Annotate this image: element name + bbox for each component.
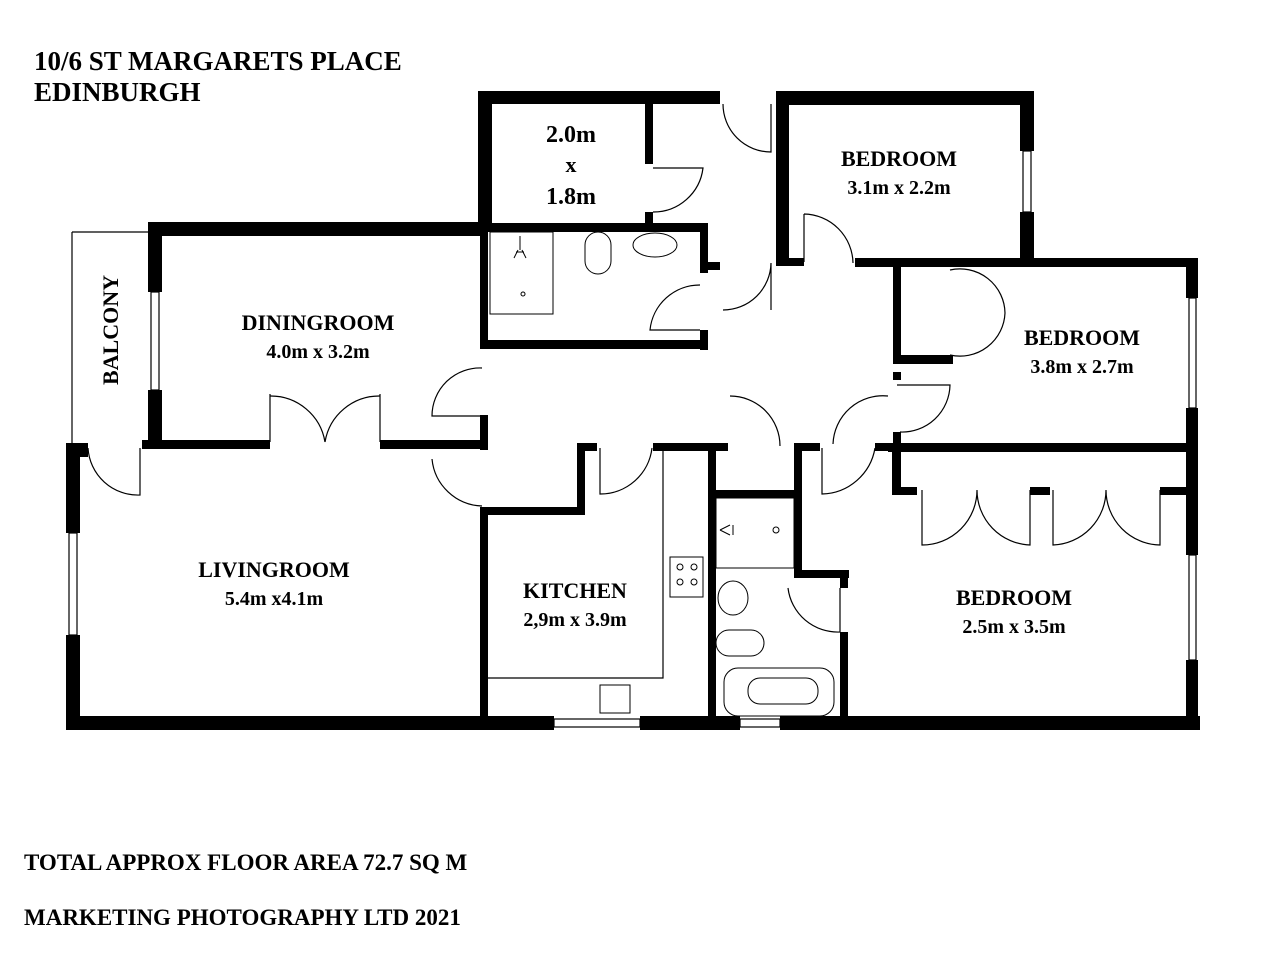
copyright-note: MARKETING PHOTOGRAPHY LTD 2021	[24, 905, 461, 930]
sink-icon	[599, 684, 631, 714]
basin-icon	[717, 580, 749, 616]
address-line-2: EDINBURGH	[34, 77, 201, 107]
bedroom-top-dims: 3.1m x 2.2m	[847, 177, 951, 199]
toilet-icon	[584, 231, 612, 275]
store-dim1: 2.0m	[546, 122, 596, 148]
walls	[66, 91, 1200, 730]
bedroom-bottom-dims: 2.5m x 3.5m	[962, 616, 1066, 638]
hob-icon	[669, 556, 704, 598]
dining-dims: 4.0m x 3.2m	[266, 341, 370, 363]
fixtures	[489, 231, 835, 717]
store-x: x	[566, 152, 577, 177]
room-labels: 2.0m x 1.8m BEDROOM 3.1m x 2.2m DININGRO…	[98, 122, 1140, 638]
bedroom-top-name: BEDROOM	[841, 146, 957, 171]
shower-icon	[715, 497, 795, 569]
address-header: 10/6 ST MARGARETS PLACE EDINBURGH	[34, 46, 402, 108]
wc-icon	[715, 629, 765, 657]
floor-area-note: TOTAL APPROX FLOOR AREA 72.7 SQ M	[24, 850, 468, 875]
doors-and-windows	[68, 103, 1197, 728]
shower-tray-icon	[489, 231, 554, 315]
living-name: LIVINGROOM	[198, 557, 350, 582]
store-dim2: 1.8m	[546, 184, 596, 210]
bath-icon	[723, 667, 835, 717]
address-line-1: 10/6 ST MARGARETS PLACE	[34, 46, 402, 76]
kitchen-dims: 2,9m x 3.9m	[523, 609, 627, 631]
bedroom-bottom-name: BEDROOM	[956, 585, 1072, 610]
dining-name: DININGROOM	[242, 310, 395, 335]
bedroom-mid-dims: 3.8m x 2.7m	[1030, 356, 1134, 378]
bedroom-mid-name: BEDROOM	[1024, 325, 1140, 350]
kitchen-name: KITCHEN	[523, 578, 627, 603]
living-dims: 5.4m x4.1m	[225, 588, 324, 610]
balcony-label: BALCONY	[98, 275, 123, 385]
wash-basin-icon	[632, 232, 678, 258]
